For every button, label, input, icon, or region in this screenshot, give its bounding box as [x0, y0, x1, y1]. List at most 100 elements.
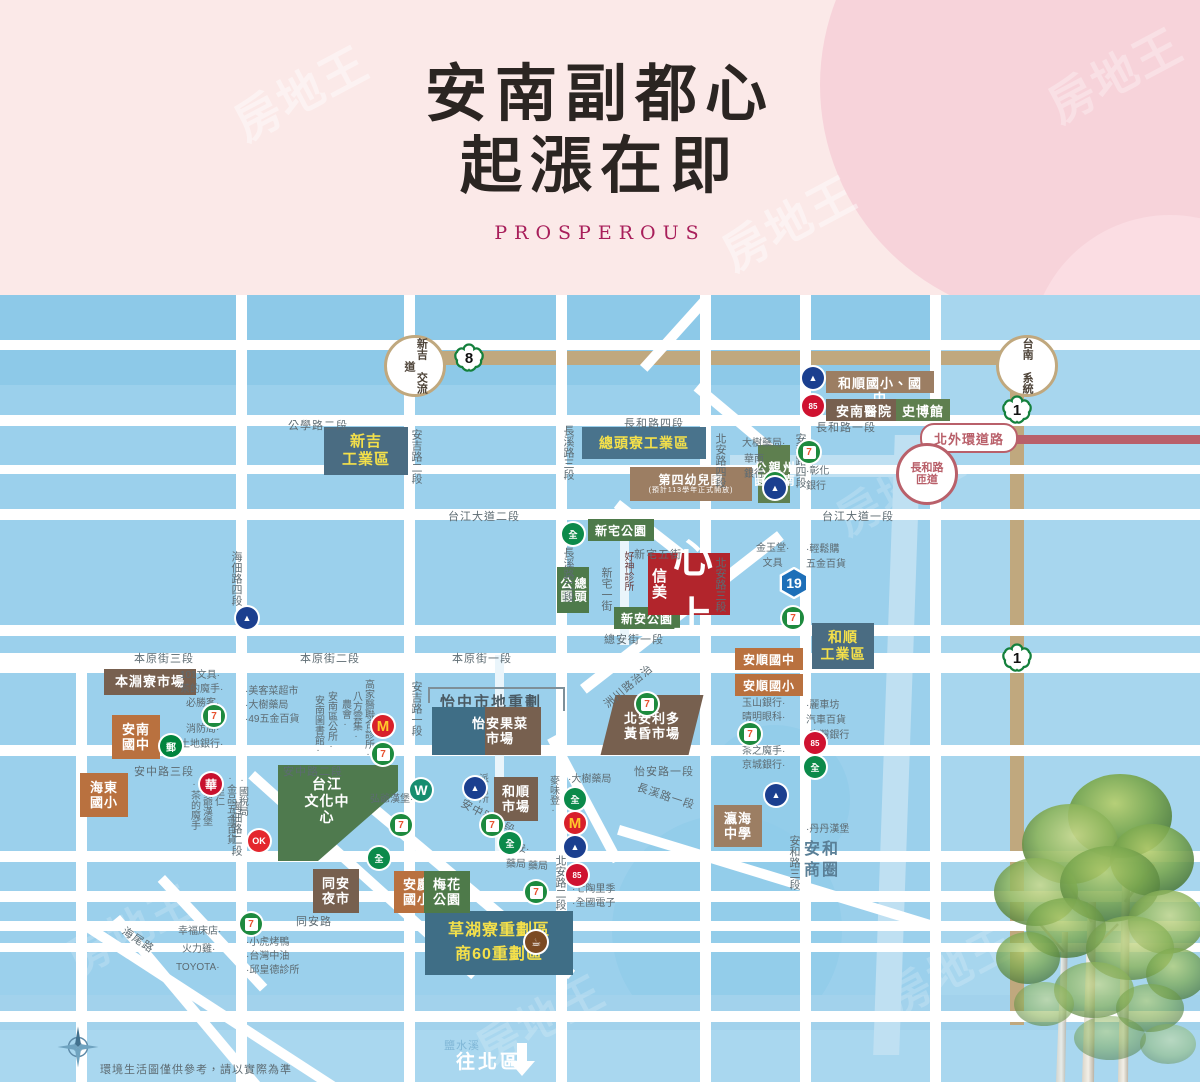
- tree-illustration: [994, 774, 1200, 1082]
- seven-eleven-icon[interactable]: 7: [739, 723, 761, 745]
- bank-icon[interactable]: ▲: [765, 784, 787, 806]
- poi-haidong-elem[interactable]: 海東 國小: [80, 773, 128, 817]
- shop-qiuhuande-clinic: ·邱皇德診所: [246, 965, 300, 976]
- poi-tongan-night-market[interactable]: 同安 夜市: [313, 869, 359, 913]
- shop-taiwan-bank: ·臺灣銀行: [806, 730, 850, 741]
- road-tongan-rd: [0, 1011, 1200, 1022]
- poi-yian-fruit-market[interactable]: 怡安果菜 市場: [471, 715, 528, 746]
- hwa-nan-bank-icon[interactable]: 華: [200, 773, 222, 795]
- poi-zongtou-park[interactable]: 總頭 公園: [557, 567, 589, 613]
- shop-dashu-pharmacy-2: ·大樹藥局: [245, 700, 289, 711]
- seven-eleven-icon[interactable]: 7: [203, 705, 225, 727]
- poi-beianlido-market[interactable]: 北安利多 黃昏市場: [623, 710, 680, 741]
- shop-hongye-burger-2: 弘爺漢堡·: [370, 794, 414, 805]
- road-gongxue-2: [0, 415, 1200, 426]
- road-label-taijiang-1: 台江大道一段: [822, 511, 894, 523]
- shop-quanguo-electronics: ·全國電子: [572, 898, 616, 909]
- shield-freeway-8[interactable]: 8: [454, 343, 484, 373]
- seven-eleven-icon[interactable]: 7: [240, 913, 262, 935]
- family-mart-icon[interactable]: 全: [564, 788, 586, 810]
- shield-provincial-19[interactable]: 19: [778, 566, 810, 600]
- shop-fire-department: 消防局·: [186, 724, 220, 735]
- shop-bafangyunji: 八方雲集·: [350, 691, 362, 742]
- shop-lichefang: ·麗車坊 汽車百貨: [806, 700, 846, 726]
- main-property-marker[interactable]: 信美 心上: [648, 535, 730, 640]
- mcdonalds-icon[interactable]: M: [372, 715, 394, 737]
- seven-eleven-icon[interactable]: 7: [525, 881, 547, 903]
- road-label-tongan: 同安路: [296, 916, 332, 928]
- family-mart-icon[interactable]: 全: [804, 756, 826, 778]
- poi-heshun-elem-junior[interactable]: 和順國小、國中: [826, 371, 934, 406]
- wellcome-icon[interactable]: W: [410, 779, 432, 801]
- shield-freeway-1-south[interactable]: 1: [1002, 643, 1032, 673]
- freeway-8: [400, 351, 1040, 365]
- family-mart-icon[interactable]: 全: [562, 523, 584, 545]
- poi-di4-kindergarten[interactable]: 第四幼兒園 (預計113學年正式開放): [630, 467, 752, 501]
- poi-benyuanliao-market[interactable]: 本淵寮市場: [104, 669, 196, 695]
- shop-jingcheng-bank: 京城銀行·: [742, 760, 786, 771]
- shop-qitao-liji: ·七陶里季: [572, 884, 616, 895]
- plan-bracket-left: [428, 687, 548, 703]
- poi-annan-hospital[interactable]: 安南醫院: [826, 399, 902, 421]
- seven-eleven-icon[interactable]: 7: [481, 814, 503, 836]
- poi-anshun-elem[interactable]: 安順國小: [735, 674, 803, 696]
- seven-eleven-icon[interactable]: 7: [390, 814, 412, 836]
- road-label-benyuan-2: 本原街二段: [300, 653, 360, 665]
- brand-name: 信美: [650, 568, 667, 600]
- family-mart-icon[interactable]: 全: [368, 847, 390, 869]
- poi-heshun-market[interactable]: 和順 市場: [494, 777, 538, 821]
- road-label-changxi-2: 長溪路二段: [562, 547, 574, 602]
- shop-toyota: TOYOTA·: [176, 962, 220, 973]
- shop-qingming-eye: 晴明眼科·: [742, 712, 786, 723]
- interchange-xinji[interactable]: 新吉 交流道: [384, 335, 446, 397]
- bank-icon[interactable]: ▲: [464, 777, 486, 799]
- poi-yinghai-high[interactable]: 瀛海 中學: [714, 805, 762, 847]
- mcdonalds-icon[interactable]: M: [564, 812, 586, 834]
- bank-icon[interactable]: ▲: [564, 836, 586, 858]
- road-benyuan-st: [0, 745, 1200, 756]
- road-label-changxi-1: 長溪路一段: [635, 781, 697, 812]
- shop-land-bank: 土地銀行·: [180, 739, 224, 750]
- poi-history-museum[interactable]: 史博館: [896, 399, 950, 421]
- ok-mart-icon[interactable]: OK: [248, 830, 270, 852]
- poi-taijiang-culture-center[interactable]: 台江 文化中心: [304, 776, 350, 826]
- page-title: 安南副都心 起漲在即: [0, 58, 1200, 202]
- compass-rose-icon: [57, 1026, 99, 1068]
- cafe85-icon[interactable]: 85: [802, 395, 824, 417]
- route-changhe-underpass[interactable]: 長和路 匝道: [896, 443, 958, 505]
- road-haikuo: [236, 295, 247, 1082]
- seven-eleven-icon[interactable]: 7: [372, 743, 394, 765]
- shop-hongye-burger-1: ·弘爺漢堡: [200, 775, 212, 826]
- seven-eleven-icon[interactable]: 7: [782, 607, 804, 629]
- shop-maiweideng: 麥味登·: [547, 775, 559, 816]
- road-label-anzhong-3: 安中路三段: [134, 766, 194, 778]
- poi-annan-junior-high[interactable]: 安南 國中: [112, 715, 160, 759]
- bank-icon[interactable]: ▲: [236, 607, 258, 629]
- coffee-icon[interactable]: ☕: [525, 931, 547, 953]
- poi-xinzhai-park[interactable]: 新宅公園: [588, 519, 654, 541]
- cafe85-icon[interactable]: 85: [804, 732, 826, 754]
- road-label-anzhong-2: 安中路二段: [283, 766, 343, 778]
- district-caohuliao-redevelopment[interactable]: 草湖寮重劃區 商60重劃區: [425, 911, 573, 975]
- road-label-zongan-1: 總安街一段: [604, 634, 664, 646]
- poi-haoshen-clinic: 好神診所: [622, 551, 633, 591]
- district-heshun-industrial[interactable]: 和順 工業區: [812, 623, 874, 669]
- poi-anshun-junior-high[interactable]: 安順國中: [735, 648, 803, 670]
- cafe85-icon[interactable]: 85: [566, 864, 588, 886]
- interchange-tainan-system[interactable]: 台南 系統: [996, 335, 1058, 397]
- plan-block-b: [485, 707, 541, 755]
- poi-meihua-park[interactable]: 梅花 公園: [424, 871, 470, 913]
- district-zongtouliao-industrial[interactable]: 總頭寮工業區: [582, 427, 706, 459]
- bank-icon[interactable]: ▲: [764, 477, 786, 499]
- shop-qingsonggou: ·輕鬆購 五金百貨: [806, 544, 846, 570]
- district-xinji-industrial[interactable]: 新吉 工業區: [324, 427, 408, 475]
- seven-eleven-icon[interactable]: 7: [636, 693, 658, 715]
- post-office-icon[interactable]: 郵: [160, 735, 182, 757]
- shop-dandan-burger: ·丹丹漢堡: [806, 824, 850, 835]
- shield-freeway-1-north[interactable]: 1: [1002, 395, 1032, 425]
- family-mart-icon[interactable]: 全: [499, 832, 521, 854]
- seven-eleven-icon[interactable]: 7: [798, 441, 820, 463]
- bank-icon[interactable]: ▲: [802, 367, 824, 389]
- road-label-haikuo-2: 海佃路二段: [230, 801, 242, 856]
